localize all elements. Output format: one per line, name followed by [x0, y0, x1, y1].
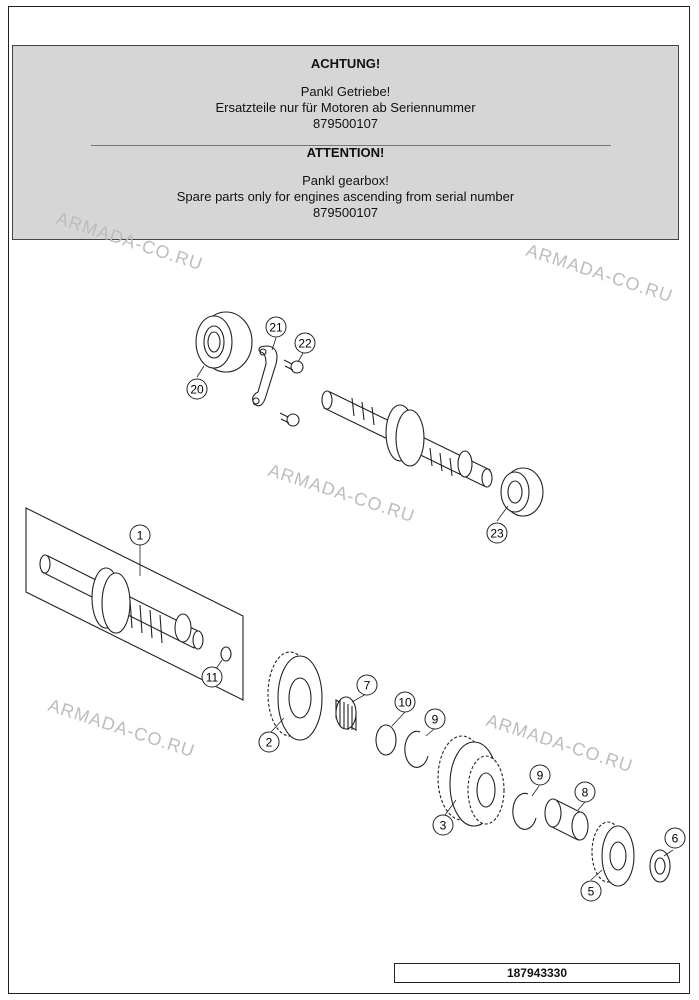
bushing-11-drawing — [220, 646, 232, 662]
attention-notice: ACHTUNG! Pankl Getriebe! Ersatzteile nur… — [12, 45, 679, 240]
needle-bearing-7-drawing — [335, 696, 357, 731]
svg-text:11: 11 — [206, 671, 219, 685]
svg-text:20: 20 — [190, 383, 204, 397]
countershaft-drawing — [321, 390, 493, 488]
callout-6: 6 — [664, 827, 686, 849]
callout-21: 21 — [265, 316, 287, 338]
leader-lines — [139, 337, 674, 881]
notice-divider — [91, 145, 611, 146]
callout-1: 1 — [129, 524, 151, 546]
gear-5-drawing — [591, 821, 635, 887]
svg-text:6: 6 — [672, 832, 679, 846]
svg-text:5: 5 — [588, 885, 595, 899]
callouts: 1 20 21 22 23 11 2 7 10 9 3 9 8 5 6 — [129, 316, 686, 902]
callout-3: 3 — [432, 814, 454, 836]
main-shaft-1-drawing — [39, 554, 204, 650]
drawing-number: 187943330 — [394, 963, 680, 983]
page-frame — [8, 6, 690, 994]
washer-10-drawing — [375, 724, 397, 756]
callout-22: 22 — [294, 332, 316, 354]
svg-text:10: 10 — [398, 696, 412, 710]
svg-text:2: 2 — [266, 736, 273, 750]
callout-9: 9 — [424, 708, 446, 730]
notice-de-line3: 879500107 — [312, 116, 379, 131]
gear-2-drawing — [267, 651, 323, 741]
svg-text:1: 1 — [137, 529, 144, 543]
washer-6-drawing — [649, 849, 671, 883]
notice-de-line2: Ersatzteile nur für Motoren ab Seriennum… — [215, 100, 476, 115]
notice-en-line2: Spare parts only for engines ascending f… — [176, 189, 515, 204]
notice-en-line3: 879500107 — [312, 205, 379, 220]
notice-en-heading: ATTENTION! — [306, 145, 385, 160]
notice-de-heading: ACHTUNG! — [310, 56, 381, 71]
callout-11: 11 — [201, 666, 223, 688]
svg-text:23: 23 — [490, 527, 504, 541]
circlip-9b-drawing — [512, 792, 537, 830]
bearing-23-drawing — [500, 467, 544, 517]
svg-text:7: 7 — [364, 679, 371, 693]
bushing-8-drawing — [544, 798, 589, 841]
svg-text:9: 9 — [432, 713, 439, 727]
lock-plate-21-drawing — [252, 345, 278, 407]
callout-8: 8 — [574, 781, 596, 803]
svg-text:9: 9 — [537, 769, 544, 783]
gear-3-drawing — [437, 735, 505, 827]
notice-de-line1: Pankl Getriebe! — [300, 84, 391, 99]
callout-2: 2 — [258, 731, 280, 753]
circlip-9-drawing — [404, 730, 429, 768]
callout-9b: 9 — [529, 764, 551, 786]
callout-20: 20 — [186, 378, 208, 400]
svg-text:22: 22 — [298, 337, 312, 351]
svg-text:8: 8 — [582, 786, 589, 800]
bearing-20-drawing — [195, 311, 253, 373]
callout-5: 5 — [580, 880, 602, 902]
callout-23: 23 — [486, 522, 508, 544]
notice-en-line1: Pankl gearbox! — [302, 173, 389, 188]
callout-10: 10 — [394, 691, 416, 713]
svg-text:3: 3 — [440, 819, 447, 833]
svg-text:21: 21 — [269, 321, 283, 335]
screw-22-drawing — [279, 359, 304, 427]
callout-7: 7 — [356, 674, 378, 696]
